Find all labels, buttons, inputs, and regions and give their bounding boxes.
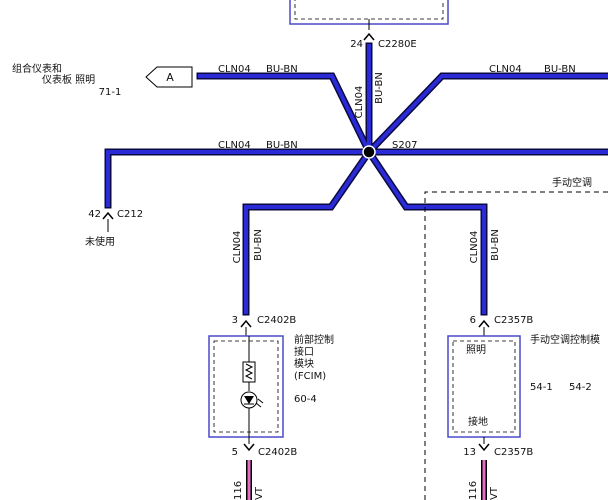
wire-fcim [244,149,372,314]
ac-wire-label: CLN04 [469,231,480,264]
fcim-wire-label: CLN04 [232,231,243,264]
wire-right-upper [366,74,608,155]
ac-bottom-circuit: 116 [468,481,479,500]
fcim-pin-in: 3 [232,315,238,326]
fcim-name-line3: 模块 [294,358,314,370]
top-component-inner [294,0,444,20]
ac-illum-label: 照明 [466,344,486,356]
fcim-inner-box [213,340,279,433]
connector-chevron-icon [478,319,490,328]
top-right-wire-color: BU-BN [544,64,576,75]
left-connector-note: 未使用 [85,235,115,248]
wire-left-mid [106,150,371,207]
fcim-bottom-color: VT [254,486,265,500]
off-page-label-line1: 组合仪表和 [12,62,62,75]
fcim-name-line2: 接口 [294,345,314,358]
ac-conn-out: C2357B [494,447,533,458]
fcim-conn-out: C2402B [258,447,297,458]
top-connector-pin: 24 [350,39,363,50]
middle-left-wire-color: BU-BN [266,140,298,151]
off-page-arrow-letter: A [166,71,174,84]
ac-inner-box [452,340,516,433]
ac-ref1: 54-1 [530,382,553,393]
top-right-wire-label: CLN04 [489,64,522,75]
fcim-module: 3 C2402B 前部控制 接口 模块 (FCIM) 60-4 5 C2402B… [208,315,334,500]
connector-chevron-icon [243,443,255,452]
splice-point-icon [362,145,376,159]
fcim-bottom-circuit: 116 [233,481,244,500]
fcim-name-line1: 前部控制 [294,333,334,346]
left-connector-name: C212 [117,209,143,220]
ac-control-module: 6 C2357B 照明 接地 手动空调控制模 54-1 54-2 13 C235… [447,315,600,500]
ac-conn-in: C2357B [494,315,533,326]
ac-wire-color: BU-BN [490,229,501,261]
connector-chevron-icon [478,443,490,452]
off-page-label-line2: 仪表板 照明 [42,73,95,86]
left-upper-wire-label: CLN04 [218,64,251,75]
fcim-name-line4: (FCIM) [294,371,326,382]
ac-ref2: 54-2 [569,382,592,393]
connector-chevron-icon [102,211,114,220]
middle-left-wire-label: CLN04 [218,140,251,151]
fcim-pin-out: 5 [232,447,238,458]
left-connector-pin: 42 [88,209,101,220]
ac-pin-in: 6 [470,315,476,326]
fcim-box [208,335,284,438]
fcim-conn-in: C2402B [257,315,296,326]
left-upper-wire-color: BU-BN [266,64,298,75]
splice-name: S207 [392,140,417,151]
wire-left-mid-outline [104,148,373,209]
manual-ac-region-label: 手动空调 [552,176,592,189]
fcim-ref: 60-4 [294,394,317,405]
ac-bottom-color: VT [489,486,500,500]
vertical-top-wire-label: CLN04 [354,86,365,119]
off-page-arrow-icon [145,66,193,88]
wire-harness [104,42,608,316]
wire-left-upper [198,74,372,155]
ac-module-name: 手动空调控制模 [530,333,600,346]
connector-chevron-icon [240,319,252,328]
manual-ac-region-border [424,191,608,500]
off-page-ref: 71-1 [99,87,122,98]
fcim-wire-color: BU-BN [253,229,264,261]
connector-chevron-icon [363,32,375,41]
top-connector-name: C2280E [378,39,417,50]
ac-pin-out: 13 [463,447,476,458]
ac-ground-label: 接地 [468,415,488,428]
vertical-top-wire-color: BU-BN [374,72,385,104]
wire-ac [366,149,486,314]
